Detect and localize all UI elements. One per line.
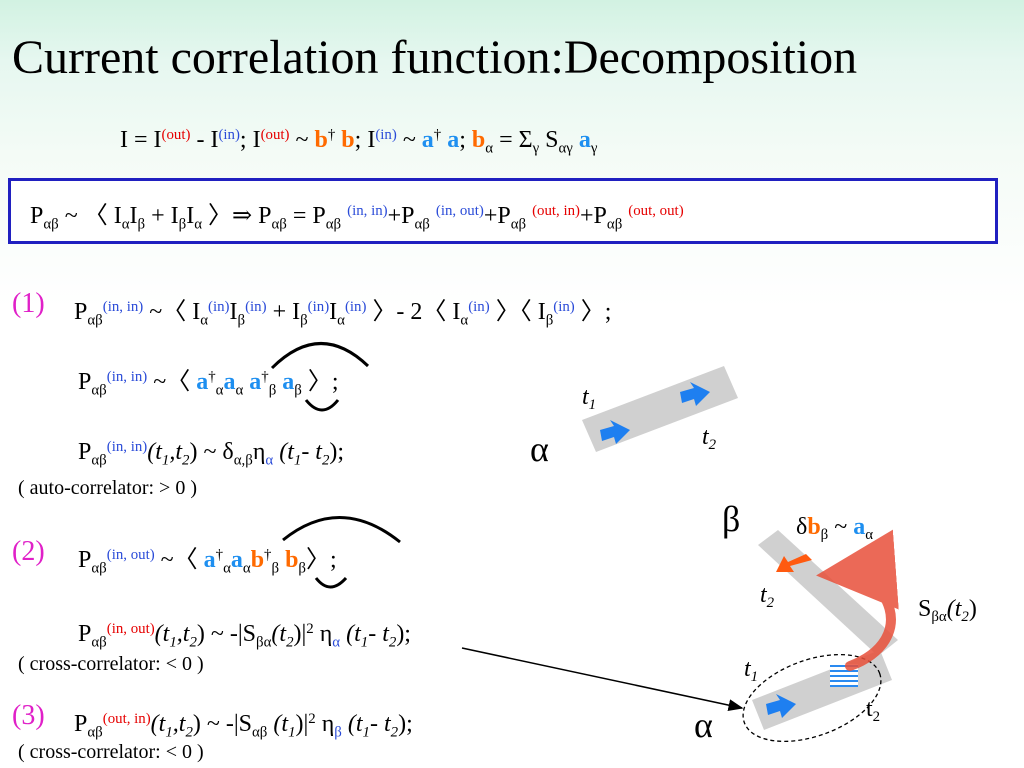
definition-line: I = I(out) - I(in); I(out) ~ b† b; I(in)… — [120, 127, 598, 157]
scattering-region — [742, 653, 882, 743]
transmission-arrow — [816, 529, 899, 671]
s-matrix-label: Sβα(t2) — [918, 596, 977, 626]
section-3-line-a: Pαβ(out, in)(t1,t2) ~ -|Sαβ (t1)|2 ηβ (t… — [74, 711, 413, 741]
connector-arrow — [461, 647, 744, 712]
alpha-bottom-label: α — [694, 705, 713, 745]
t1-label: t1 — [582, 384, 597, 414]
contraction-arc-upper-2 — [282, 516, 401, 544]
t2-beta-label: t2 — [760, 582, 775, 612]
decomposition-box — [8, 178, 998, 244]
section-2-label: (2) — [12, 536, 45, 567]
section-3-label: (3) — [12, 700, 45, 731]
section-1-label: (1) — [12, 288, 45, 319]
section-3-note: ( cross-correlator: < 0 ) — [18, 741, 204, 763]
section-2-note: ( cross-correlator: < 0 ) — [18, 653, 204, 675]
section-1-line-a: Pαβ(in, in) ~〈 Iα(in)Iβ(in) + Iβ(in)Iα(i… — [74, 299, 612, 329]
contraction-arc-lower-2 — [314, 576, 348, 589]
section-1-line-c: Pαβ(in, in)(t1,t2) ~ δα,βηα (t1- t2); — [78, 439, 345, 469]
beta-lead-label: β — [722, 499, 741, 539]
delta-b-label: δbβ ~ aα — [796, 514, 874, 544]
page-title: Current correlation function:Decompositi… — [12, 31, 858, 84]
section-2-line-a: Pαβ(in, out) ~〈 a†αaαb†β bβ〉; — [78, 547, 337, 577]
t1-bottom-label: t1 — [744, 656, 759, 686]
arrow-icon — [680, 382, 710, 406]
arrow-icon — [766, 694, 796, 718]
section-2-line-b: Pαβ(in, out)(t1,t2) ~ -|Sβα(t2)|2 ηα (t1… — [78, 621, 411, 651]
contraction-arc-lower — [304, 399, 340, 412]
t2-label: t2 — [702, 424, 717, 454]
section-1-note: ( auto-correlator: > 0 ) — [18, 477, 197, 499]
alpha-lead-label: α — [530, 429, 549, 469]
section-1-line-b: Pαβ(in, in) ~〈 a†αaα a†β aβ 〉; — [78, 369, 339, 399]
reflected-arrow-icon — [776, 554, 812, 572]
t2-bottom-label: t2 — [866, 696, 881, 726]
decomposition-equation: Pαβ ~ 〈 IαIβ + IβIα 〉⇒ Pαβ = Pαβ (in, in… — [30, 203, 684, 233]
contraction-arc-upper — [270, 342, 370, 370]
arrow-icon — [600, 420, 630, 444]
